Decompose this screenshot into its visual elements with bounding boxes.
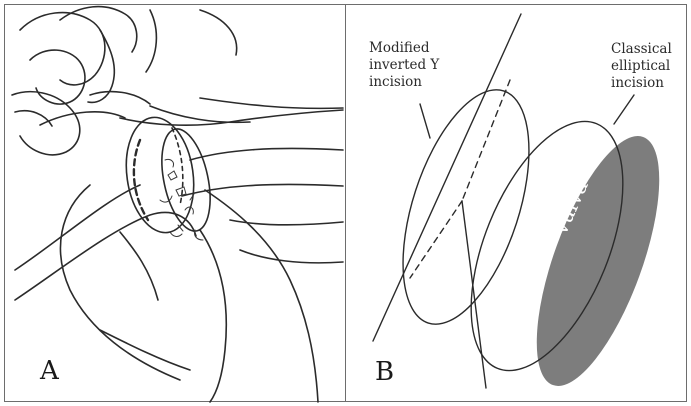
y-branch-dashed: [410, 201, 462, 278]
vulva-shape: [512, 122, 685, 400]
classical-label-line2: elliptical: [611, 58, 672, 75]
classical-incision-label: Classical elliptical incision: [611, 41, 672, 92]
modified-label-line2: inverted Y: [369, 57, 439, 74]
modified-leader: [420, 104, 430, 138]
modified-incision-label: Modified inverted Y incision: [369, 40, 439, 91]
classical-label-line3: incision: [611, 75, 672, 92]
y-stem-dashed: [462, 80, 510, 201]
modified-label-line3: incision: [369, 74, 439, 91]
classical-leader: [614, 95, 634, 124]
panel-a-letter: A: [40, 356, 59, 386]
modified-ellipse: [378, 75, 554, 340]
panel-b-letter: B: [375, 357, 394, 387]
classical-label-line1: Classical: [611, 41, 672, 58]
modified-label-line1: Modified: [369, 40, 439, 57]
y-branch-solid: [462, 201, 486, 388]
